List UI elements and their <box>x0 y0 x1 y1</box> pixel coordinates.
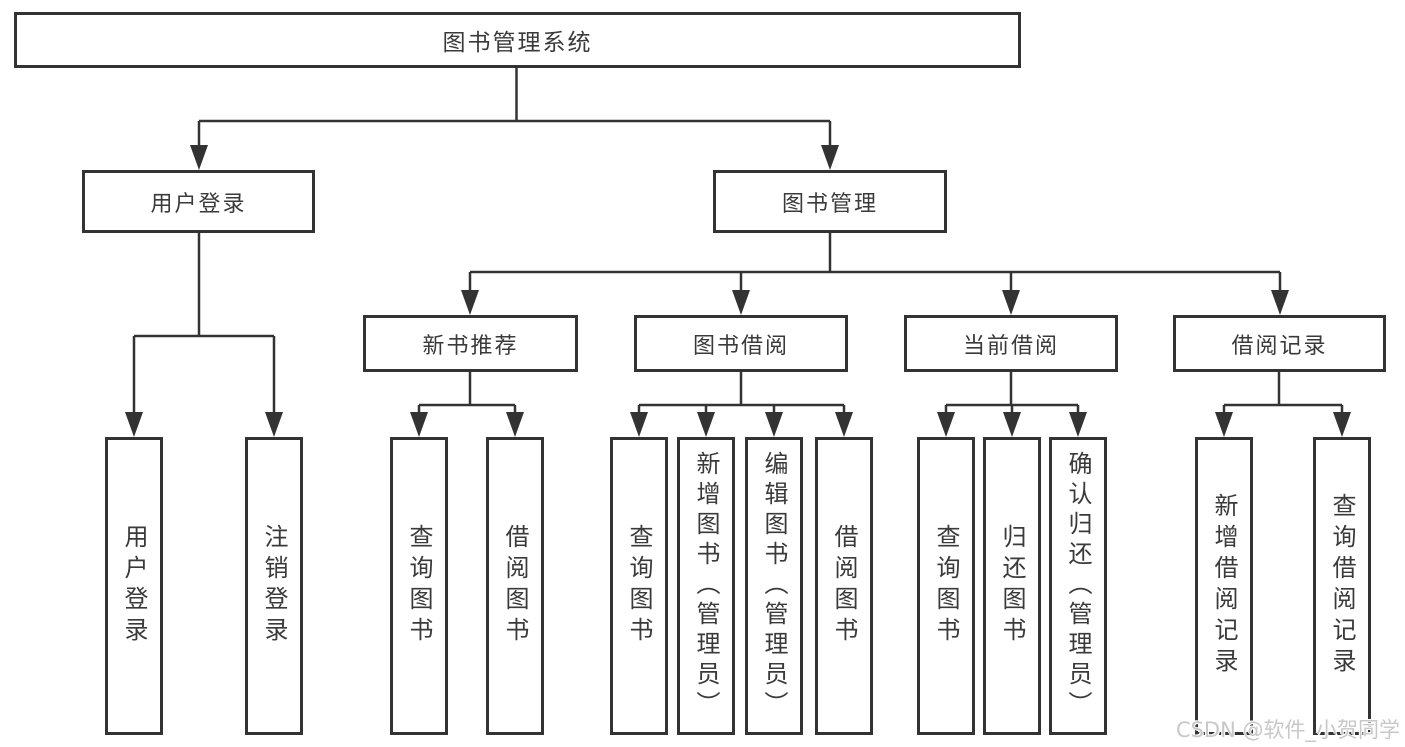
node-leaf-return-book: 归还图书 <box>983 437 1041 735</box>
node-new-book-recommend-label: 新书推荐 <box>422 333 519 359</box>
node-leaf-user-login: 用户登录 <box>105 437 163 735</box>
watermark: CSDN @软件_小贺同学 <box>1175 718 1400 742</box>
node-book-management: 图书管理 <box>713 170 947 233</box>
node-new-book-recommend: 新书推荐 <box>363 315 578 372</box>
node-leaf-query-book-borrow: 查询图书 <box>610 437 668 735</box>
node-borrow-records-label: 借阅记录 <box>1231 333 1328 359</box>
node-root-label: 图书管理系统 <box>442 30 593 56</box>
node-leaf-query-book-current-label: 查询图书 <box>932 524 960 648</box>
node-leaf-query-book-borrow-label: 查询图书 <box>625 524 653 648</box>
node-leaf-query-borrow-record: 查询借阅记录 <box>1313 437 1371 735</box>
node-book-borrow-label: 图书借阅 <box>692 333 789 359</box>
node-leaf-query-book-current: 查询图书 <box>917 437 975 735</box>
node-leaf-borrow-book: 借阅图书 <box>815 437 873 735</box>
node-leaf-add-borrow-record: 新增借阅记录 <box>1195 437 1253 735</box>
node-book-management-label: 图书管理 <box>781 191 878 217</box>
node-current-borrow-label: 当前借阅 <box>962 333 1059 359</box>
node-user-login-label: 用户登录 <box>150 191 247 217</box>
node-leaf-edit-book-admin-label: 编辑图书（管理员） <box>760 451 788 721</box>
node-leaf-add-book-admin: 新增图书（管理员） <box>677 437 735 735</box>
node-leaf-query-book-recommend-label: 查询图书 <box>405 524 433 648</box>
node-leaf-borrow-book-label: 借阅图书 <box>830 524 858 648</box>
node-leaf-edit-book-admin: 编辑图书（管理员） <box>745 437 803 735</box>
node-borrow-records: 借阅记录 <box>1173 315 1386 372</box>
node-leaf-logout: 注销登录 <box>245 437 303 735</box>
node-root: 图书管理系统 <box>14 12 1021 68</box>
node-leaf-user-login-label: 用户登录 <box>120 524 148 648</box>
node-user-login: 用户登录 <box>82 170 315 233</box>
node-current-borrow: 当前借阅 <box>904 315 1118 372</box>
node-leaf-confirm-return-admin: 确认归还（管理员） <box>1049 437 1107 735</box>
node-leaf-confirm-return-admin-label: 确认归还（管理员） <box>1064 451 1092 721</box>
node-leaf-logout-label: 注销登录 <box>260 524 288 648</box>
node-book-borrow: 图书借阅 <box>634 315 848 372</box>
node-leaf-query-book-recommend: 查询图书 <box>390 437 448 735</box>
node-leaf-return-book-label: 归还图书 <box>998 524 1026 648</box>
node-leaf-add-book-admin-label: 新增图书（管理员） <box>692 451 720 721</box>
node-leaf-add-borrow-record-label: 新增借阅记录 <box>1210 493 1238 679</box>
arrowheads <box>125 145 1351 437</box>
node-leaf-query-borrow-record-label: 查询借阅记录 <box>1328 493 1356 679</box>
node-leaf-borrow-book-recommend-label: 借阅图书 <box>501 524 529 648</box>
node-leaf-borrow-book-recommend: 借阅图书 <box>486 437 544 735</box>
